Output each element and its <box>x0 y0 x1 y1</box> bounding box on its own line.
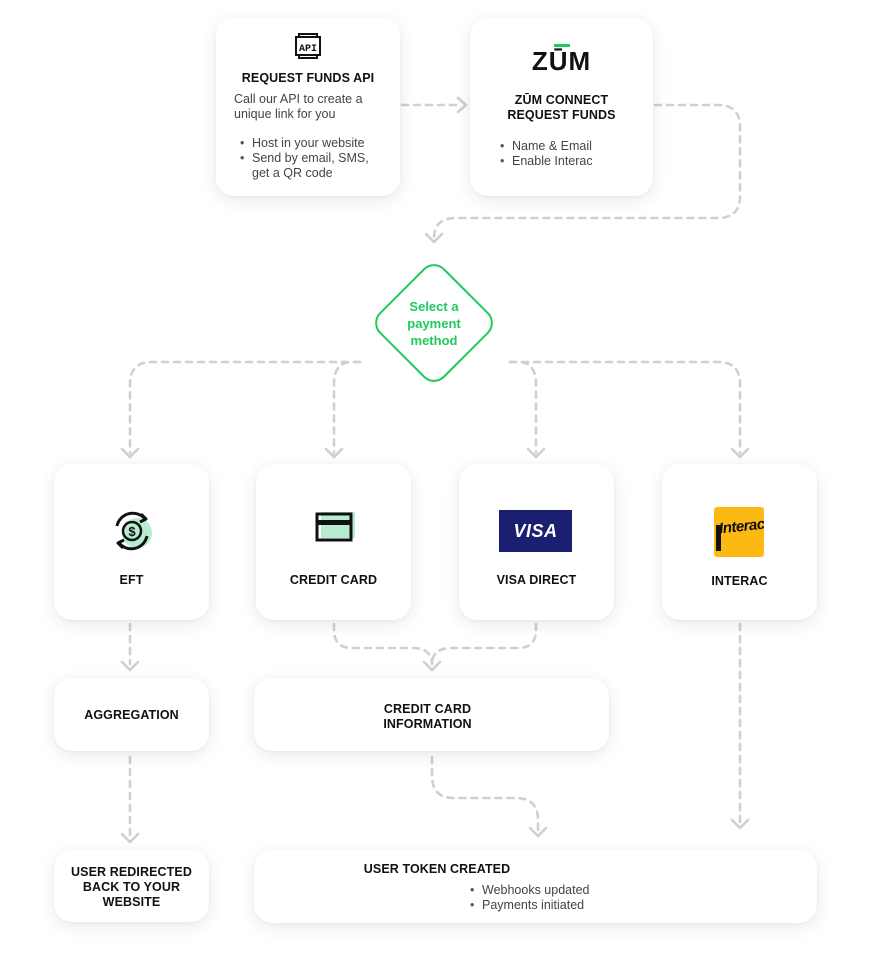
eft-label: EFT <box>119 573 144 587</box>
request-funds-api-description: Call our API to create a unique link for… <box>234 92 363 121</box>
interac-logo-text: Interac <box>718 515 764 538</box>
user-redirected-line3: WEBSITE <box>102 895 161 909</box>
interac-logo-mark <box>716 525 721 551</box>
list-item: Name & Email <box>498 139 638 154</box>
credit-card-card: CREDIT CARD <box>256 464 411 620</box>
visa-direct-card: VISA VISA DIRECT <box>459 464 614 620</box>
zum-connect-card: ZŪM ZŪM CONNECT REQUEST FUNDS Name & Ema… <box>470 18 653 196</box>
interac-label: INTERAC <box>711 574 768 588</box>
user-token-created-card: USER TOKEN CREATED Webhooks updated Paym… <box>254 850 817 923</box>
credit-card-icon <box>315 510 357 544</box>
credit-card-information-card: CREDIT CARD INFORMATION <box>254 678 609 751</box>
zum-connect-title-line2: REQUEST FUNDS <box>507 108 616 122</box>
decision-line2: payment <box>407 315 461 331</box>
decision-line3: method <box>410 332 458 348</box>
request-funds-api-bullets: Host in your website Send by email, SMS,… <box>238 136 388 181</box>
user-token-created-title: USER TOKEN CREATED <box>363 862 511 876</box>
list-item: Payments initiated <box>468 898 648 913</box>
user-token-created-bullets: Webhooks updated Payments initiated <box>468 883 648 913</box>
list-item: Enable Interac <box>498 154 638 169</box>
list-item: Webhooks updated <box>468 883 648 898</box>
list-item: Host in your website <box>238 136 388 151</box>
interac-logo: Interac <box>714 507 764 557</box>
zum-logo: ZŪM <box>531 46 592 76</box>
visa-logo-text: VISA <box>513 520 558 541</box>
credit-card-label: CREDIT CARD <box>289 573 378 587</box>
user-redirected-line2: BACK TO YOUR <box>82 880 181 894</box>
interac-card: Interac INTERAC <box>662 464 817 620</box>
zum-connect-bullets: Name & Email Enable Interac <box>498 139 638 169</box>
select-payment-method-decision: Select a payment method <box>358 247 510 399</box>
dollar-exchange-icon: $ <box>107 506 157 556</box>
list-item: Send by email, SMS, get a QR code <box>238 151 388 181</box>
visa-logo: VISA <box>499 510 572 552</box>
credit-card-information-line1: CREDIT CARD <box>383 702 472 716</box>
visa-direct-label: VISA DIRECT <box>496 573 577 587</box>
zum-logo-accent <box>554 44 570 47</box>
request-funds-api-title: REQUEST FUNDS API <box>241 71 375 85</box>
request-funds-api-card: API REQUEST FUNDS API Call our API to cr… <box>216 18 400 196</box>
zum-connect-title-line1: ZŪM CONNECT <box>514 93 609 107</box>
svg-text:API: API <box>299 44 317 55</box>
aggregation-card: AGGREGATION <box>54 678 209 751</box>
aggregation-title: AGGREGATION <box>84 708 179 722</box>
svg-text:$: $ <box>128 524 136 539</box>
eft-card: $ EFT <box>54 464 209 620</box>
user-redirected-card: USER REDIRECTED BACK TO YOUR WEBSITE <box>54 850 209 922</box>
user-redirected-line1: USER REDIRECTED <box>71 865 192 879</box>
decision-line1: Select a <box>409 298 459 314</box>
credit-card-information-line2: INFORMATION <box>383 717 472 731</box>
api-icon: API <box>293 32 323 60</box>
